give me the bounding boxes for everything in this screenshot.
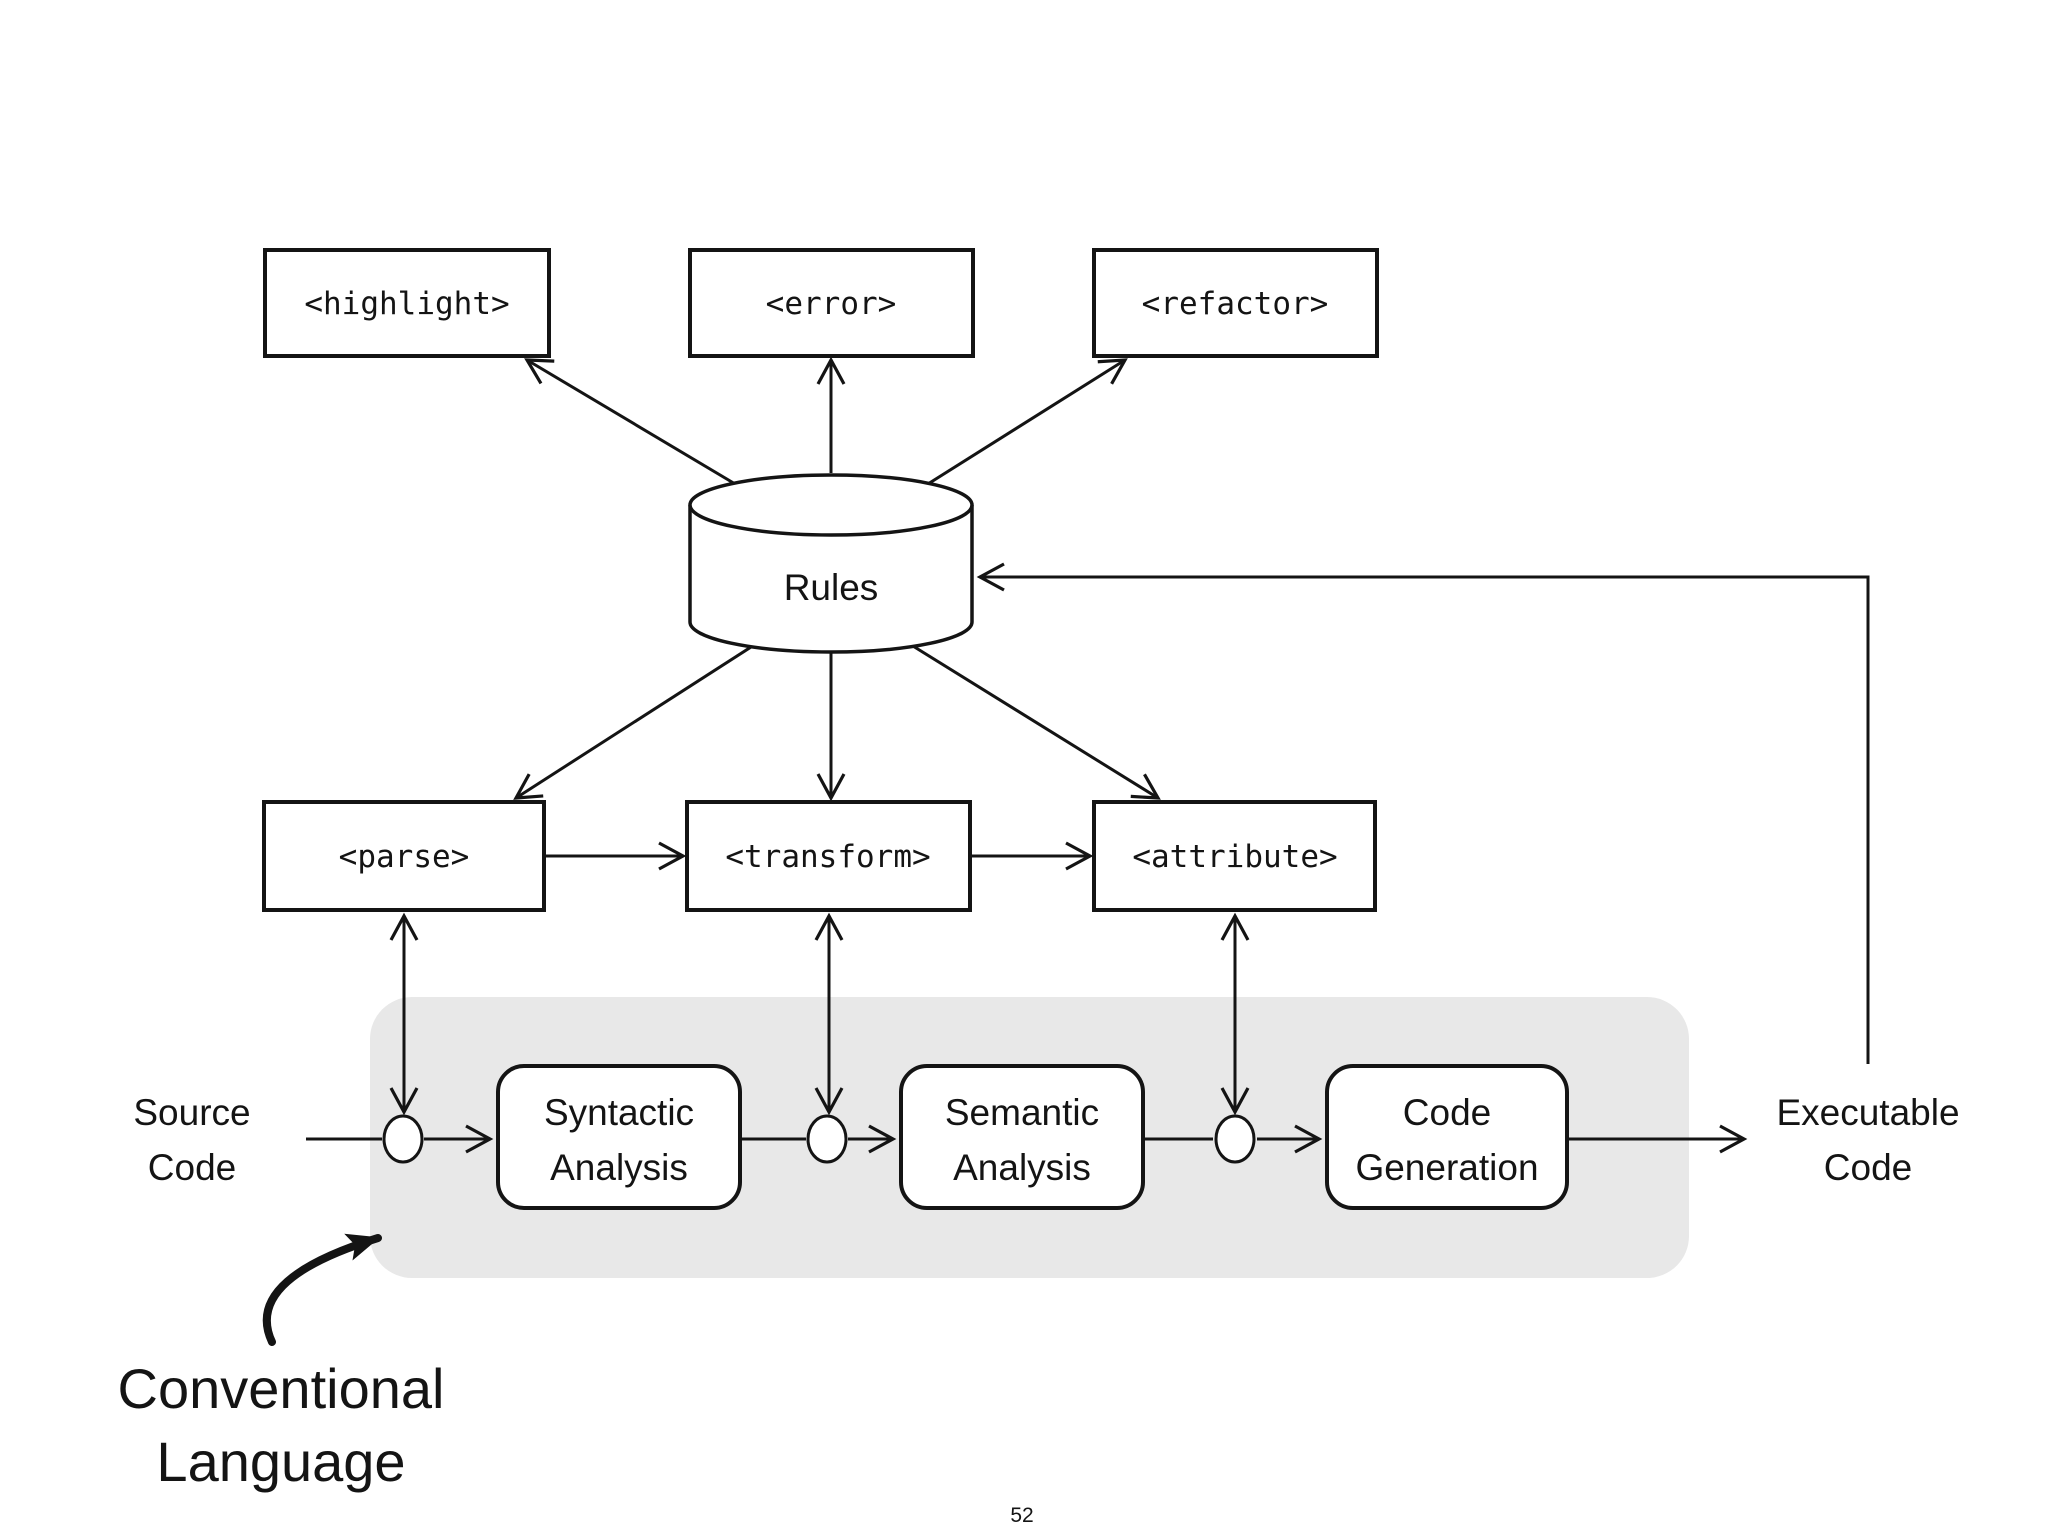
node-parse (262, 800, 546, 912)
node-parse-label: <parse> (339, 839, 470, 875)
conventional-language-label-line1: Conventional (118, 1357, 445, 1420)
node-transform-label: <transform> (725, 839, 930, 875)
node-attribute-label: <attribute> (1132, 839, 1337, 875)
rules-cylinder-top (688, 473, 974, 537)
arrow-feedback-executable-to-rules (976, 562, 1870, 1064)
node-refactor (1092, 248, 1379, 358)
conventional-language-label-line2: Language (156, 1430, 405, 1493)
executable-code-label-line2: Code (1824, 1147, 1912, 1188)
node-error (688, 248, 975, 358)
arrow-rules-to-highlight (524, 358, 753, 496)
junction-circle-1 (382, 1114, 424, 1164)
node-highlight-label: <highlight> (304, 286, 509, 322)
node-highlight (263, 248, 551, 358)
node-error-label: <error> (766, 286, 897, 322)
stage-semantic-label-line1: Semantic (945, 1092, 1099, 1133)
stage-syntactic-label-line2: Analysis (550, 1147, 688, 1188)
junction-circle-3 (1214, 1114, 1256, 1164)
stage-semantic-analysis (899, 1064, 1145, 1210)
stage-semantic-label-line2: Analysis (953, 1147, 1091, 1188)
stage-codegen-label-line2: Generation (1355, 1147, 1538, 1188)
source-code-label-line2: Code (148, 1147, 236, 1188)
arrow-rules-to-attribute (899, 636, 1161, 800)
stage-syntactic-analysis (496, 1064, 742, 1210)
executable-code-label-line1: Executable (1776, 1092, 1959, 1133)
stage-syntactic-label-line1: Syntactic (544, 1092, 694, 1133)
arrow-rules-to-refactor (911, 358, 1128, 496)
node-transform (685, 800, 972, 912)
conventional-language-pointer-arrow (262, 1233, 382, 1346)
node-attribute (1092, 800, 1377, 912)
connectors (306, 356, 1870, 1154)
page-number: 52 (1010, 1504, 1033, 1527)
rules-store-label: Rules (784, 567, 879, 608)
junction-circle-2 (806, 1114, 848, 1164)
stage-code-generation (1325, 1064, 1569, 1210)
arrow-rules-to-parse (513, 636, 766, 800)
rules-store (688, 473, 974, 654)
rules-cylinder-body (688, 505, 974, 654)
node-refactor-label: <refactor> (1142, 286, 1329, 322)
source-code-label-line1: Source (133, 1092, 250, 1133)
stage-codegen-label-line1: Code (1403, 1092, 1491, 1133)
